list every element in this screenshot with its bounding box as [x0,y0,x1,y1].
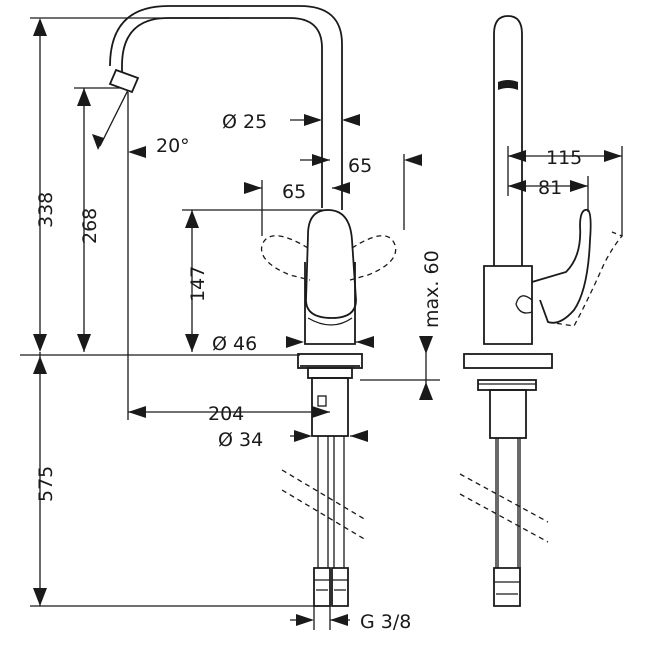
label-spout-diameter: Ø 25 [222,111,267,133]
mounting-shank [311,377,349,437]
label-lever-offset-right: 65 [348,155,372,177]
connector-right [331,567,349,607]
faucet-body [304,262,356,345]
side-body [483,265,533,345]
base-ring [307,367,353,379]
lever-swing-right [349,235,397,281]
aerator [108,68,140,94]
dimension-lines [20,17,623,630]
lever-swing-left [260,235,311,281]
label-total-height: 338 [35,192,57,228]
label-spout-height: 268 [79,208,101,244]
side-view [459,15,624,607]
label-reach: 204 [208,403,244,425]
side-lever [531,208,592,324]
lever-handle [305,209,357,319]
hose-left [317,436,329,568]
side-lever-swing [547,231,624,327]
label-connection: G 3/8 [360,611,411,633]
hose-right [333,436,345,568]
label-side-lever: 81 [538,177,562,199]
label-lever-offset-left: 65 [282,181,306,203]
label-base-diameter: Ø 46 [212,333,257,355]
label-lever-height: 147 [187,266,209,302]
label-side-depth: 115 [546,147,582,169]
dimension-labels: 338 268 20° Ø 25 65 65 147 Ø 46 max. 60 … [35,111,582,633]
label-hose-length: 575 [35,466,57,502]
label-spout-angle: 20° [156,135,190,157]
label-max-deck: max. 60 [421,250,443,328]
side-spout [493,15,523,266]
side-base-plate [463,353,553,369]
spout-outline [109,5,343,210]
label-shank-diameter: Ø 34 [218,429,263,451]
side-shank [489,389,527,439]
connector-left [313,567,331,607]
front-view [108,5,397,607]
